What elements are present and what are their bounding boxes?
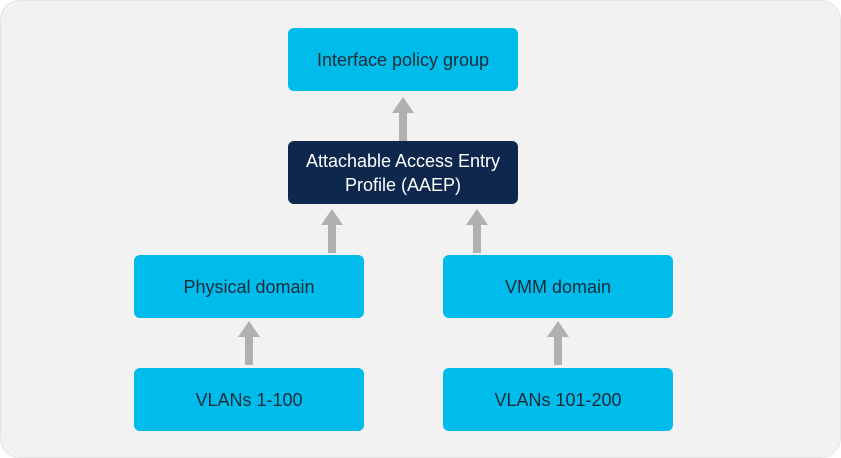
interface-policy-group-box: Interface policy group [288, 28, 518, 91]
physical-domain-box: Physical domain [134, 255, 364, 318]
interface-policy-group-label: Interface policy group [316, 49, 490, 70]
arrow-vlans101-to-vmm [547, 321, 569, 365]
physical-domain-label: Physical domain [183, 276, 315, 297]
aaep-box: Attachable Access Entry Profile (AAEP) [288, 141, 518, 204]
vlans-1-100-label: VLANs 1-100 [195, 389, 303, 410]
vmm-domain-label: VMM domain [504, 276, 612, 297]
vlans-1-100-box: VLANs 1-100 [134, 368, 364, 431]
vmm-domain-box: VMM domain [443, 255, 673, 318]
vlans-101-200-box: VLANs 101-200 [443, 368, 673, 431]
arrow-aaep-to-policy-group [392, 97, 414, 141]
aaep-label: Attachable Access Entry Profile (AAEP) [305, 150, 501, 195]
arrow-vmm-to-aaep [466, 209, 488, 253]
arrow-physical-to-aaep [321, 209, 343, 253]
vlans-101-200-label: VLANs 101-200 [494, 389, 622, 410]
arrow-vlans1-to-physical [238, 321, 260, 365]
